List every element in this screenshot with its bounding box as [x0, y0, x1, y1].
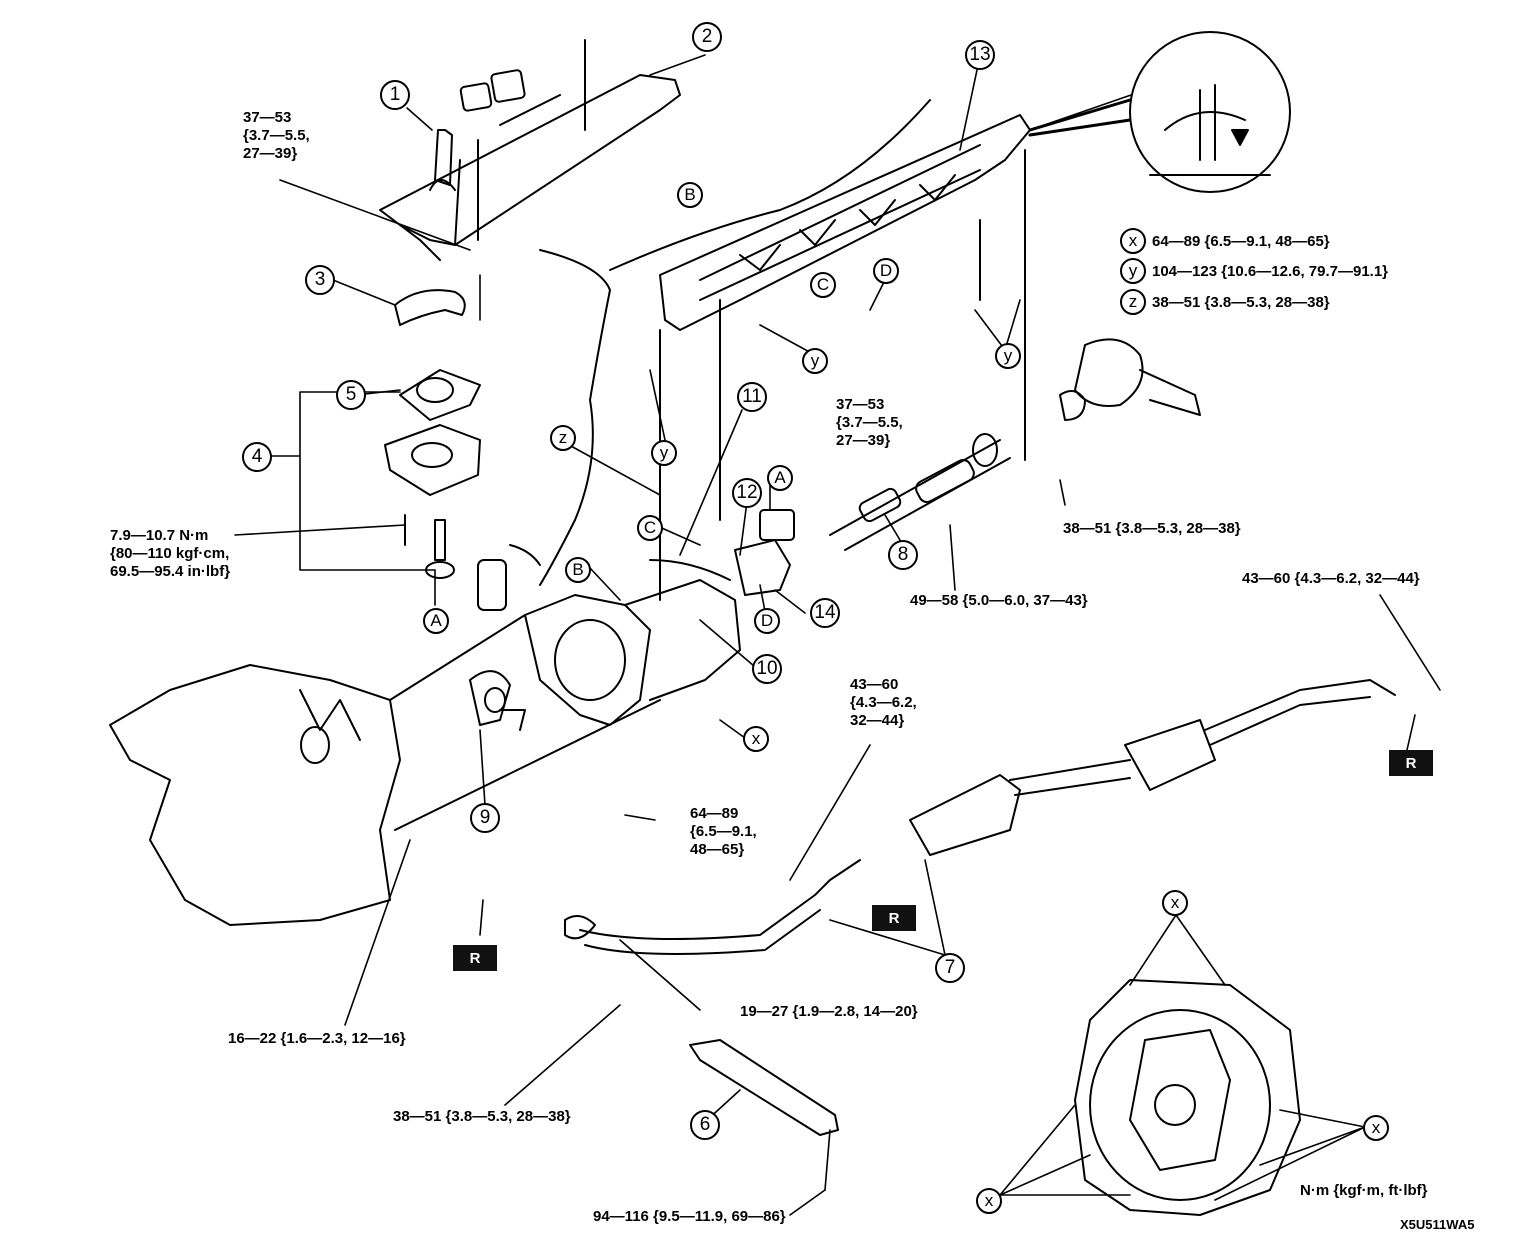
torque-94-116: 94—116 {9.5—11.9, 69—86} [593, 1208, 786, 1225]
marker-c-top: C [810, 272, 836, 298]
torque-49-58: 49—58 {5.0—6.0, 37—43} [910, 592, 1088, 609]
callout-1: 1 [380, 80, 410, 110]
marker-y-mid: y [802, 348, 828, 374]
callout-2: 2 [692, 22, 722, 52]
figure-code: X5U511WA5 [1400, 1217, 1475, 1232]
legend-text: 104—123 {10.6—12.6, 79.7—91.1} [1152, 262, 1389, 280]
marker-x-mid: x [743, 726, 769, 752]
callout-12: 12 [732, 478, 762, 508]
frame-part [539, 99, 1031, 601]
callout-13: 13 [965, 40, 995, 70]
replace-marker: R [1389, 750, 1433, 776]
torque-37-53-mid: 37—53{3.7—5.5,27—39} [836, 396, 903, 449]
torque-7-9: 7.9—10.7 N·m{80—110 kgf·cm,69.5—95.4 in·… [110, 527, 231, 580]
transmission-part [524, 509, 795, 726]
torque-38-51-bottom: 38—51 {3.8—5.3, 28—38} [393, 1108, 571, 1125]
detail-inset [1028, 31, 1291, 193]
callout-14: 14 [810, 598, 840, 628]
propeller-shaft-part [829, 433, 1011, 551]
legend-row-x: x 64—89 {6.5—9.1, 48—65} [1120, 228, 1330, 254]
marker-x-housing-top: x [1162, 890, 1188, 916]
legend-symbol: y [1120, 258, 1146, 284]
legend-symbol: z [1120, 289, 1146, 315]
torque-16-22: 16—22 {1.6—2.3, 12—16} [228, 1030, 406, 1047]
torque-43-60-right: 43—60 {4.3—6.2, 32—44} [1242, 570, 1420, 587]
legend-text: 64—89 {6.5—9.1, 48—65} [1152, 232, 1330, 250]
marker-b-mid: B [565, 557, 591, 583]
marker-d-top: D [873, 258, 899, 284]
callout-11: 11 [737, 382, 767, 412]
marker-c-mid: C [637, 515, 663, 541]
exhaust-part [564, 679, 1396, 955]
marker-a-left: A [423, 608, 449, 634]
callout-6: 6 [690, 1110, 720, 1140]
callout-9: 9 [470, 803, 500, 833]
callout-5: 5 [336, 380, 366, 410]
engine-part [109, 614, 661, 926]
callout-7: 7 [935, 953, 965, 983]
marker-x-housing-right: x [1363, 1115, 1389, 1141]
boot-part [394, 289, 466, 326]
marker-a-top: A [767, 465, 793, 491]
shift-lever-part [384, 369, 541, 611]
marker-d-mid: D [754, 608, 780, 634]
legend-symbol: x [1120, 228, 1146, 254]
console-part [379, 39, 681, 261]
callout-8: 8 [888, 540, 918, 570]
differential-part [1059, 338, 1201, 421]
callout-10: 10 [752, 654, 782, 684]
replace-marker: R [453, 945, 497, 971]
callout-3: 3 [305, 265, 335, 295]
torque-37-53-top: 37—53{3.7—5.5,27—39} [243, 109, 310, 162]
legend-text: 38—51 {3.8—5.3, 28—38} [1152, 293, 1330, 311]
marker-x-housing-left: x [976, 1188, 1002, 1214]
torque-43-60-mid: 43—60{4.3—6.2,32—44} [850, 676, 917, 729]
replace-marker: R [872, 905, 916, 931]
bellhousing-detail [999, 914, 1366, 1216]
marker-y-left: y [651, 440, 677, 466]
marker-b-top: B [677, 182, 703, 208]
units-note: N·m {kgf·m, ft·lbf} [1300, 1182, 1428, 1199]
marker-z: z [550, 425, 576, 451]
marker-y-right: y [995, 343, 1021, 369]
torque-19-27: 19—27 {1.9—2.8, 14—20} [740, 1003, 918, 1020]
torque-64-89-mid: 64—89{6.5—9.1,48—65} [690, 805, 757, 858]
callout-4: 4 [242, 442, 272, 472]
legend-row-z: z 38—51 {3.8—5.3, 28—38} [1120, 289, 1330, 315]
bracket-part [689, 1039, 839, 1136]
legend-row-y: y 104—123 {10.6—12.6, 79.7—91.1} [1120, 258, 1388, 284]
torque-38-51-right: 38—51 {3.8—5.3, 28—38} [1063, 520, 1241, 537]
release-part [469, 670, 526, 731]
